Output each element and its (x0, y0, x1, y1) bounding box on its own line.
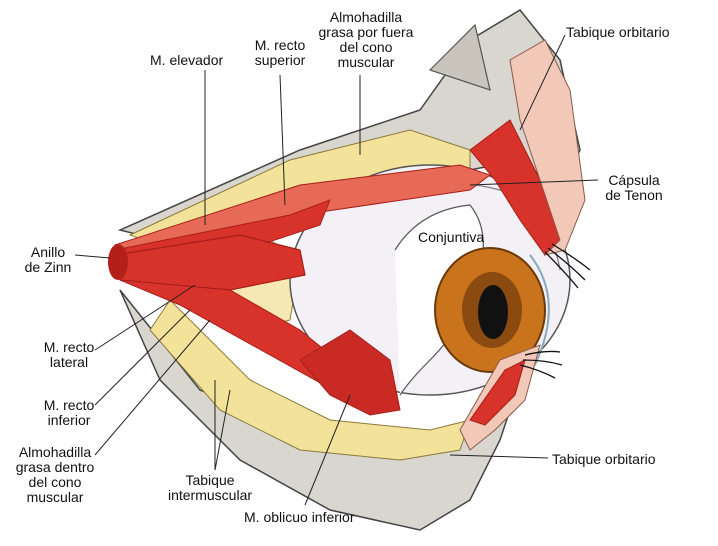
label-capsula-line1: Cápsula (608, 172, 660, 188)
label-almo-dentro-line1: Almohadilla (18, 444, 92, 460)
frontal-sinus (428, 23, 491, 91)
label-almohadilla-fuera: Almohadilla grasa por fuera del cono mus… (310, 10, 422, 70)
label-capsula-tenon: Cápsula de Tenon (598, 173, 670, 203)
label-conjuntiva: Conjuntiva (418, 229, 485, 245)
label-tabique-inter-line1: Tabique (185, 472, 235, 488)
label-recto-superior-line1: M. recto (254, 37, 306, 53)
lower-eyelid-muscle (469, 359, 526, 426)
label-anillo-zinn: Anillo de Zinn (20, 245, 76, 275)
label-elevador: M. elevador (150, 52, 224, 68)
label-almo-fuera-line2: grasa por fuera (318, 24, 414, 40)
lower-eyelashes (519, 350, 563, 379)
upper-eyelid-skin (509, 39, 586, 256)
label-recto-inferior: M. recto inferior (38, 398, 100, 428)
label-tabique-inter-line2: intermuscular (167, 487, 253, 503)
upper-eyelashes (544, 243, 591, 289)
label-tabique-orbitario-superior: Tabique orbitario (566, 24, 670, 40)
label-recto-superior: M. recto superior (249, 38, 311, 68)
label-recto-lateral: M. recto lateral (38, 340, 100, 370)
label-almo-fuera-line4: muscular (337, 54, 395, 70)
label-almo-fuera-line3: del cono (339, 39, 393, 55)
label-tabique-orbitario-inferior: Tabique orbitario (552, 451, 656, 467)
label-almo-dentro-line4: muscular (26, 489, 84, 505)
label-almo-dentro-line3: del cono (28, 474, 82, 490)
label-almo-dentro-line2: grasa dentro (15, 459, 95, 475)
label-capsula-line2: de Tenon (605, 187, 663, 203)
label-recto-lateral-line1: M. recto (43, 339, 95, 355)
label-anillo-line2: de Zinn (24, 259, 72, 275)
label-tabique-intermuscular: Tabique intermuscular (160, 473, 260, 503)
label-recto-inferior-line1: M. recto (43, 397, 95, 413)
inferior-oblique-muscle (299, 329, 401, 416)
cornea (529, 254, 550, 366)
leader-lines (74, 34, 599, 506)
label-almohadilla-dentro: Almohadilla grasa dentro del cono muscul… (10, 445, 100, 505)
pupil (478, 285, 508, 339)
annulus-of-zinn (108, 244, 128, 280)
label-recto-inferior-line2: inferior (47, 412, 91, 428)
fat-pad-lower (149, 299, 471, 461)
label-anillo-line1: Anillo (30, 244, 66, 260)
label-almo-fuera-line1: Almohadilla (329, 9, 403, 25)
label-recto-superior-line2: superior (254, 52, 306, 68)
label-oblicuo-inferior: M. oblicuo inferior (244, 509, 355, 525)
label-recto-lateral-line2: lateral (49, 354, 89, 370)
